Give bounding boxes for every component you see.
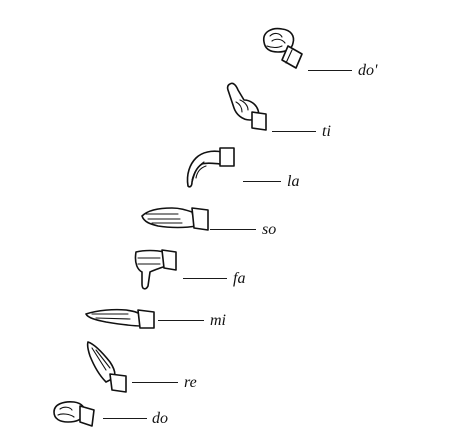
leader-line	[183, 278, 227, 280]
leader-line	[103, 418, 147, 420]
flat-hand-sign-icon	[140, 200, 214, 236]
leader-line	[158, 320, 204, 322]
thumb-down-hand-sign-icon	[130, 248, 184, 292]
fist-hand-sign-icon	[258, 24, 310, 72]
syllable-label: ti	[322, 123, 331, 140]
fist-hand-sign-icon	[50, 400, 104, 430]
syllable-label: mi	[210, 312, 226, 329]
syllable-label: do	[152, 410, 168, 427]
leader-line	[243, 181, 281, 183]
syllable-label: do'	[358, 62, 378, 79]
syllable-label: re	[184, 374, 197, 391]
pointing-up-hand-sign-icon	[224, 82, 272, 134]
leader-line	[308, 70, 352, 72]
syllable-label: la	[287, 173, 300, 190]
leader-line	[272, 131, 316, 133]
drooping-hand-sign-icon	[182, 144, 238, 192]
level-hand-sign-icon	[84, 304, 158, 332]
leader-line	[132, 382, 178, 384]
slanted-hand-sign-icon	[84, 340, 134, 394]
syllable-label: so	[262, 221, 277, 238]
syllable-label: fa	[233, 270, 246, 287]
leader-line	[210, 229, 256, 231]
